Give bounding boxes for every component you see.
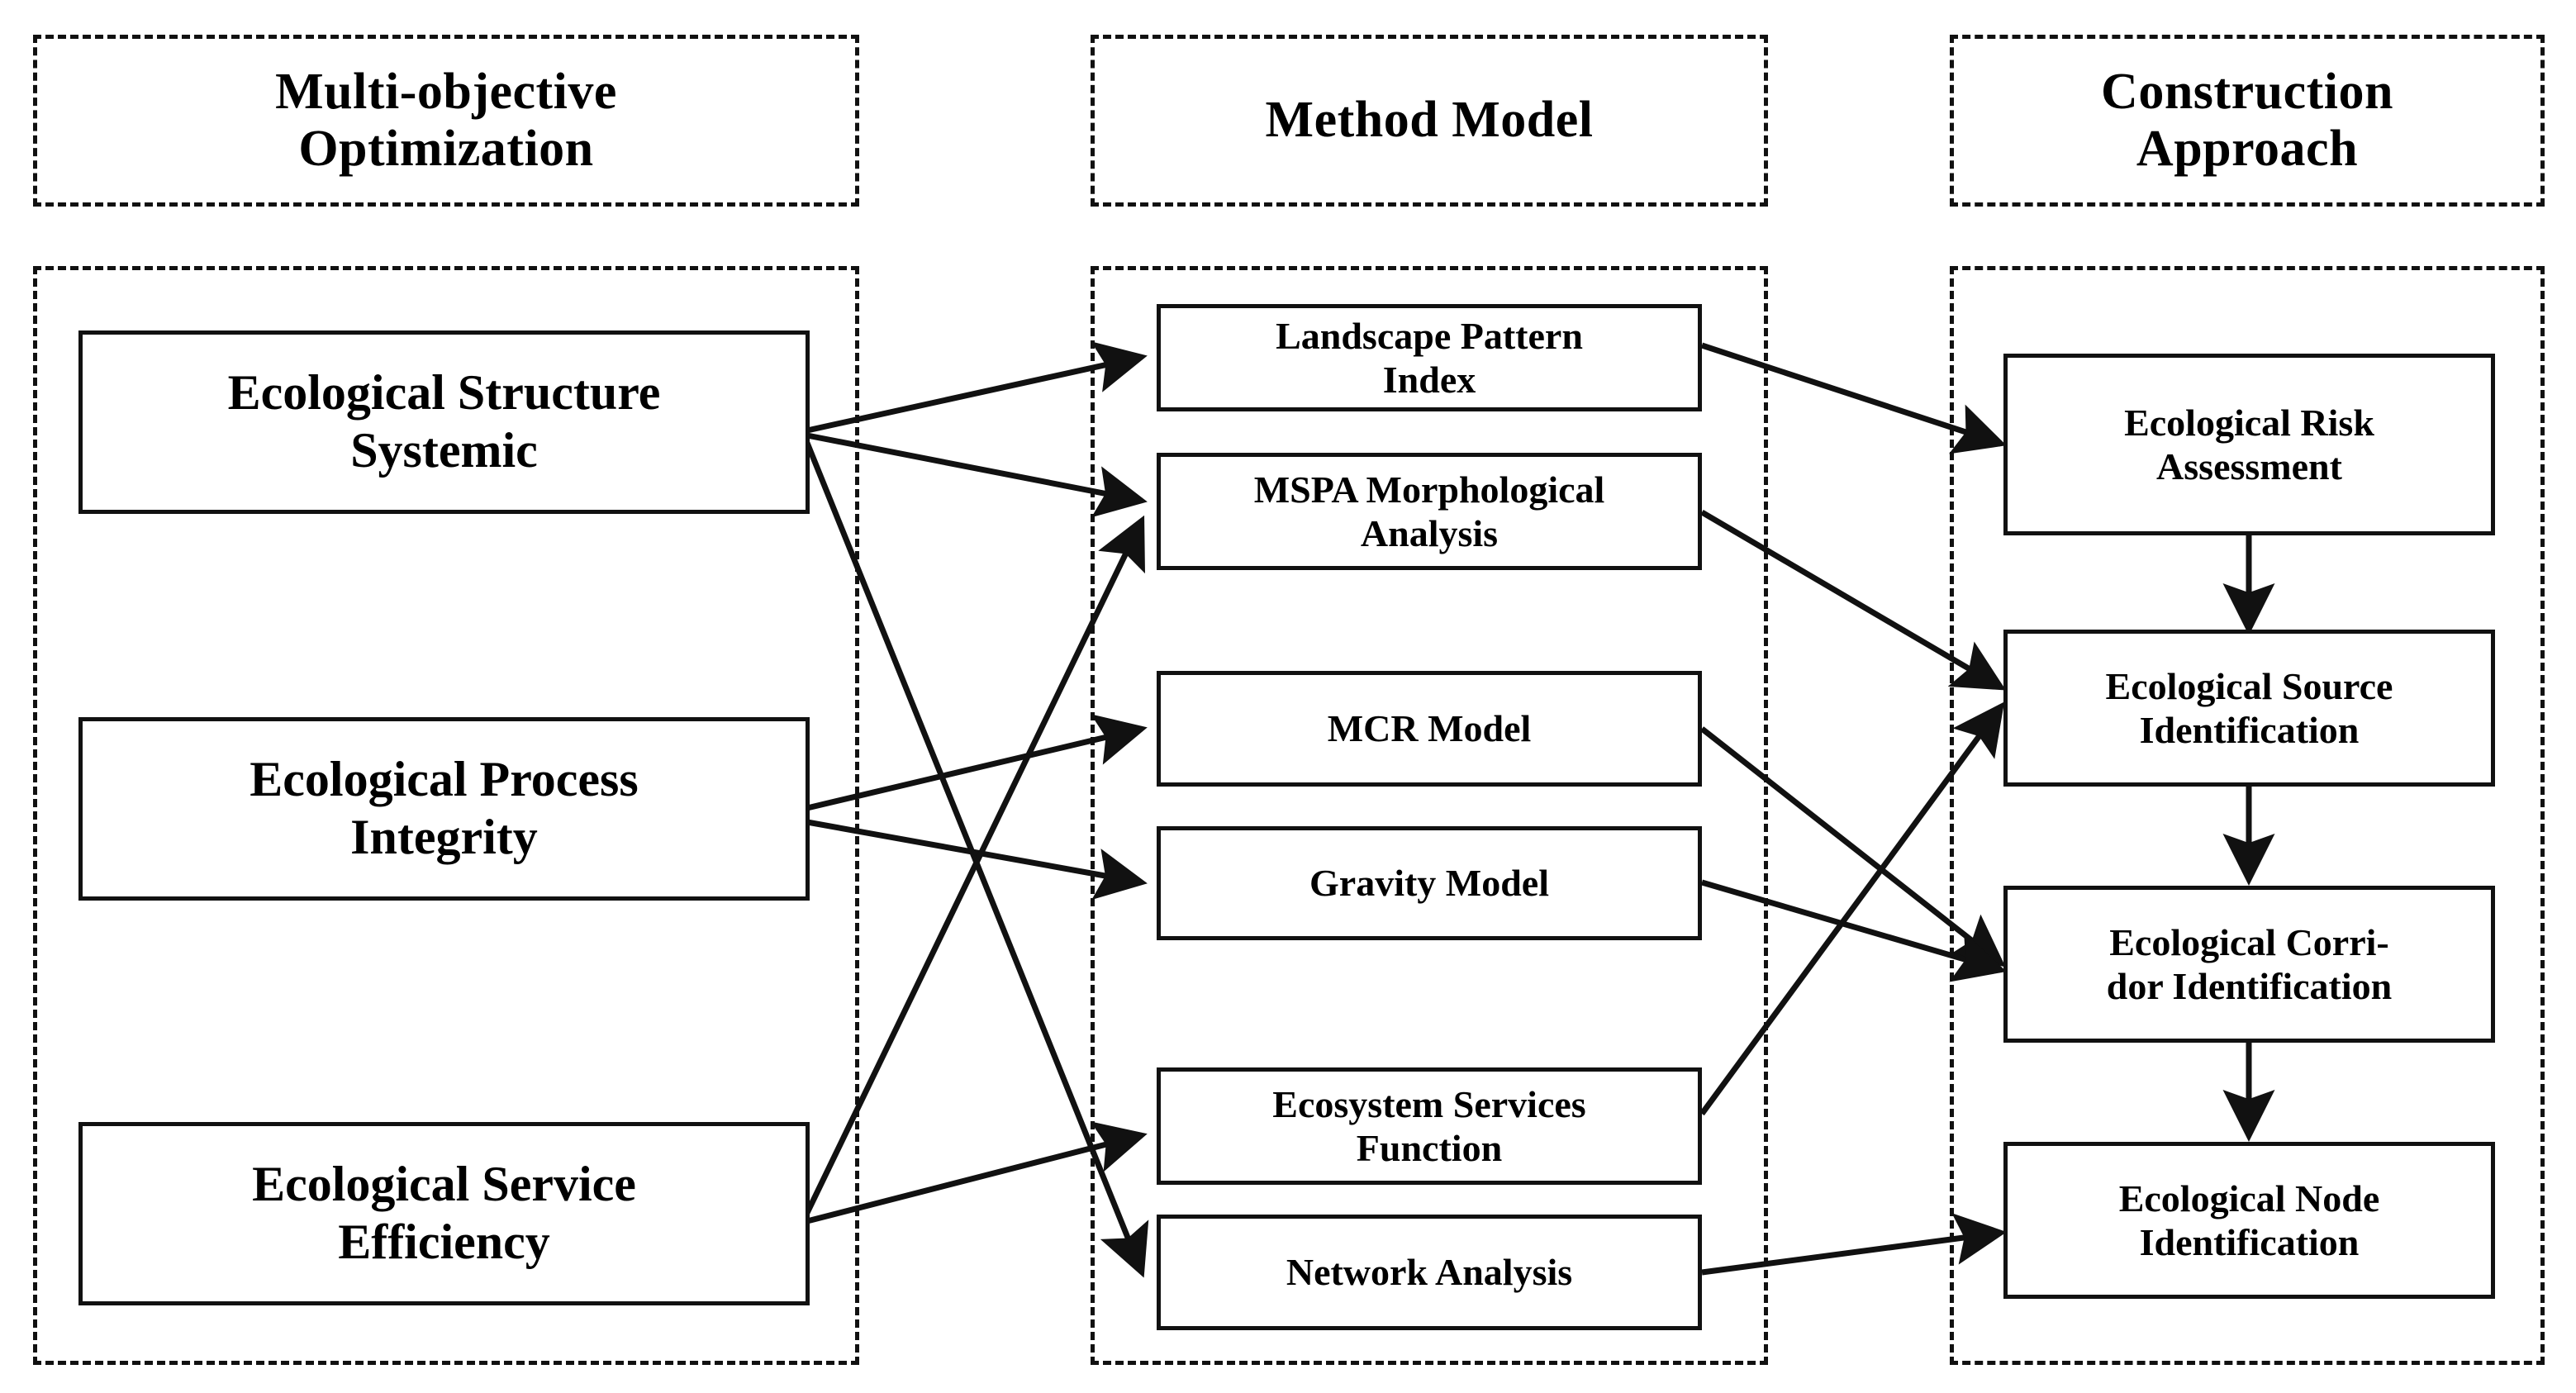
node-mcr-model[interactable]: MCR Model [1157, 671, 1702, 787]
node-label-mcr-model: MCR Model [1327, 707, 1532, 750]
node-network-analysis[interactable]: Network Analysis [1157, 1215, 1702, 1330]
node-label-network-analysis: Network Analysis [1286, 1251, 1573, 1294]
node-gravity-model[interactable]: Gravity Model [1157, 826, 1702, 940]
node-label-gravity-model: Gravity Model [1309, 862, 1549, 905]
header-label-methods: Method Model [1265, 92, 1594, 149]
header-panel-methods: Method Model [1091, 35, 1768, 207]
body-panel-methods [1091, 266, 1768, 1365]
node-label-ecological-corridor-identification: Ecological Corri-dor Identification [2106, 920, 2393, 1007]
node-ecological-corridor-identification[interactable]: Ecological Corri-dor Identification [2003, 886, 2495, 1043]
